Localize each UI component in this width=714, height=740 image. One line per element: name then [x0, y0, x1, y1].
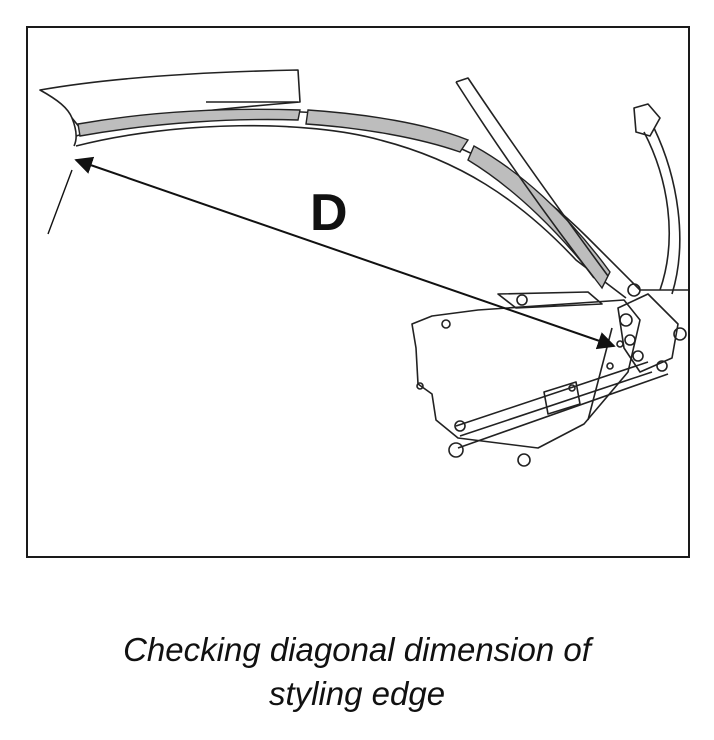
caption-line-2: styling edge [268, 675, 446, 712]
front-bow [39, 69, 301, 147]
dimension-label: D [310, 184, 348, 242]
rear-rails [455, 77, 688, 295]
caption-line-1: Checking diagonal dimension of [123, 631, 591, 668]
convertible-top-frame-diagram: D [39, 69, 688, 467]
dimension-arrow [47, 156, 616, 350]
hinge-linkage [411, 283, 687, 467]
figure-caption: Checking diagonal dimension of styling e… [0, 628, 714, 716]
diagram-frame: D [26, 26, 690, 558]
